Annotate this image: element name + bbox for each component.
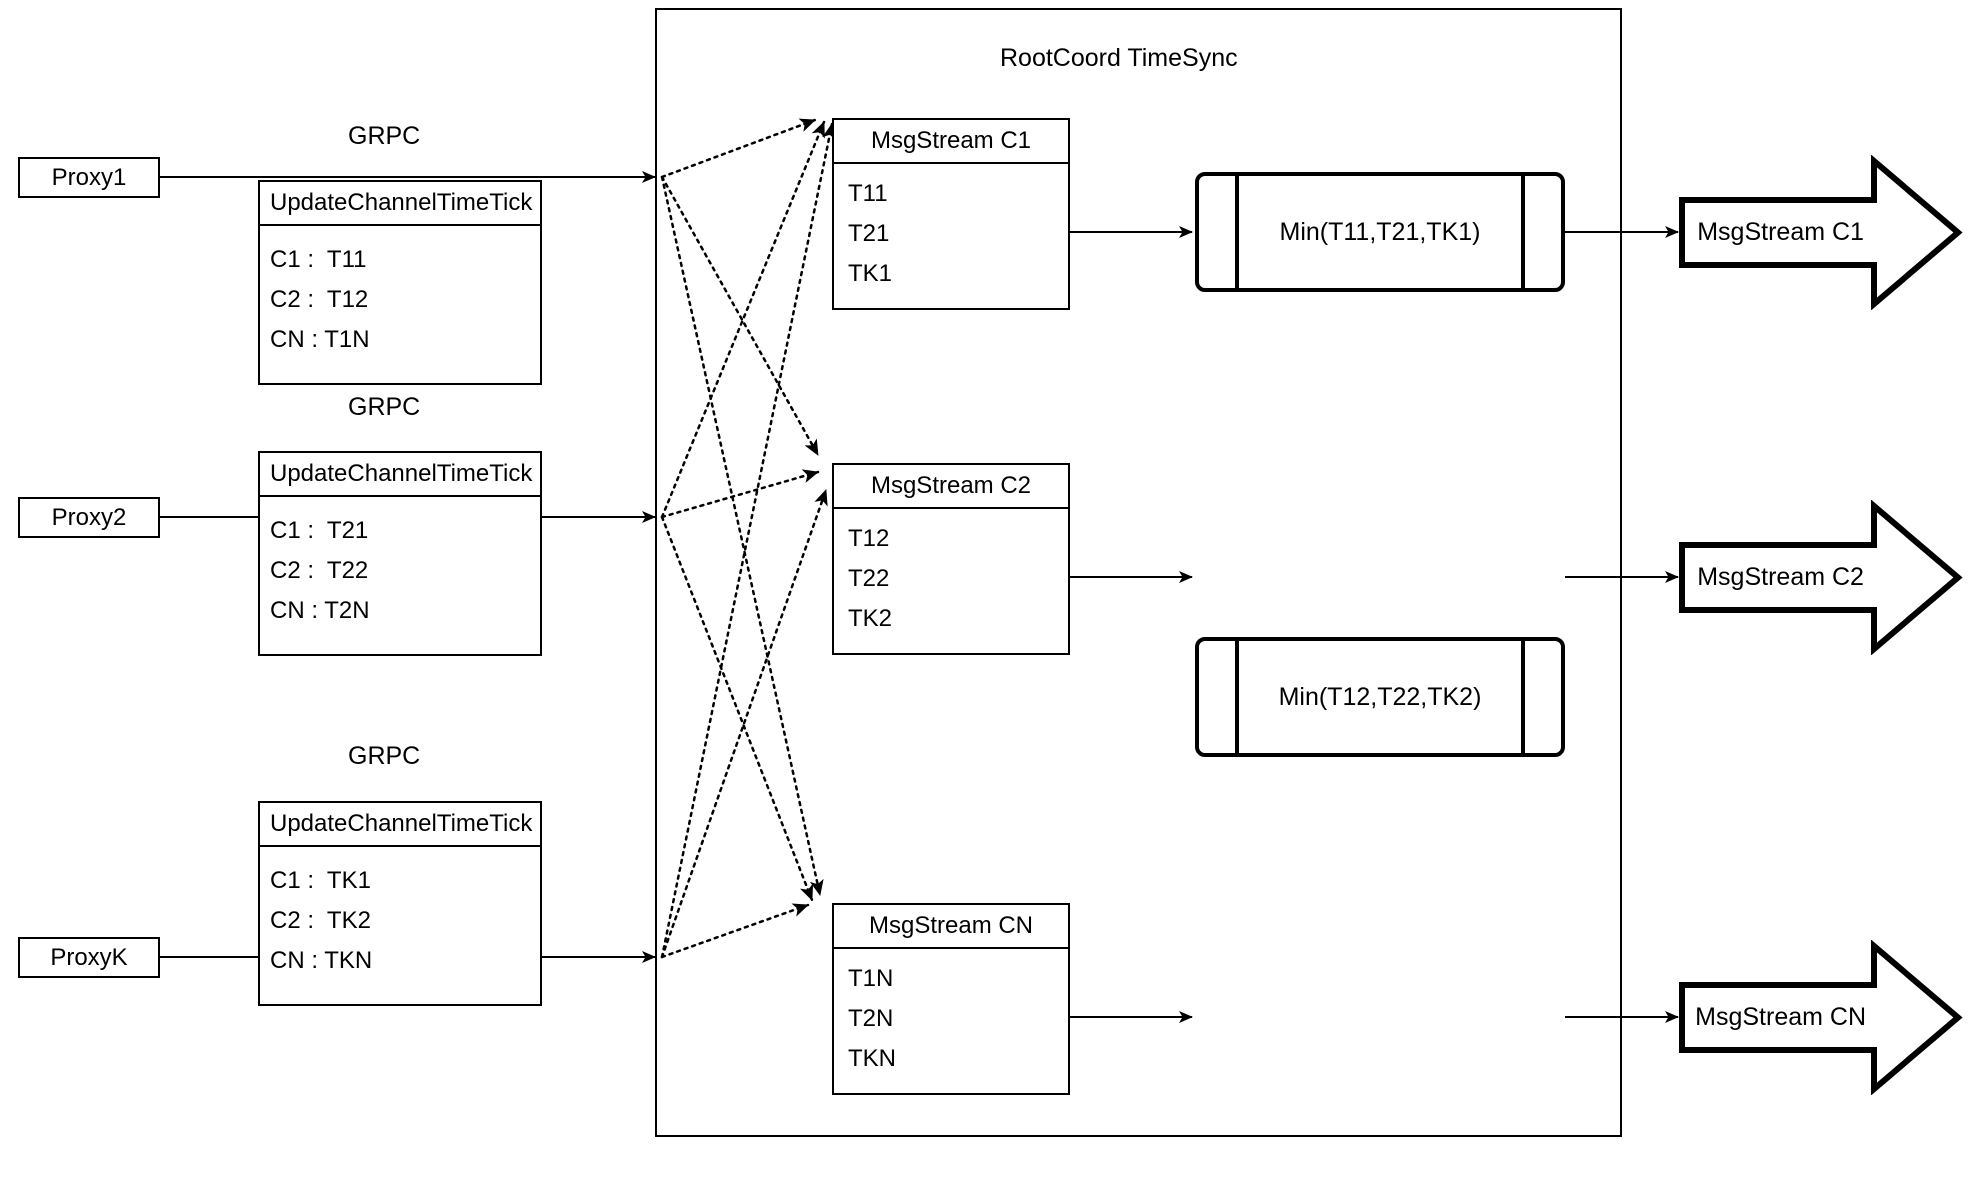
rootcoord-timesync-container xyxy=(655,8,1622,1137)
msgstream-box-1: MsgStream C1 T11 T21 TK1 xyxy=(832,118,1070,310)
proxy-box-3[interactable]: ProxyK xyxy=(18,937,160,978)
update-channel-timetick-title-3: UpdateChannelTimeTick xyxy=(260,803,540,847)
output-block-arrow-2: MsgStream C2 xyxy=(1678,500,1963,655)
grpc-label-2: GRPC xyxy=(348,393,421,421)
msgstream-box-3: MsgStream CN T1N T2N TKN xyxy=(832,903,1070,1095)
output-block-arrow-1: MsgStream C1 xyxy=(1678,155,1963,310)
msgstream-items-3: T1N T2N TKN xyxy=(834,949,1068,1079)
timetick-entry: C2 : TK2 xyxy=(270,907,371,934)
msgstream-item: T2N xyxy=(848,1005,894,1032)
timetick-entry: C1 : T11 xyxy=(270,246,367,273)
update-channel-timetick-box-1: UpdateChannelTimeTick C1 : T11 C2 : T12 … xyxy=(258,180,542,385)
msgstream-items-2: T12 T22 TK2 xyxy=(834,509,1068,639)
update-channel-timetick-box-3: UpdateChannelTimeTick C1 : TK1 C2 : TK2 … xyxy=(258,801,542,1006)
timetick-entry: C1 : T21 xyxy=(270,517,369,544)
update-channel-timetick-box-2: UpdateChannelTimeTick C1 : T21 C2 : T22 … xyxy=(258,451,542,656)
msgstream-item: T22 xyxy=(848,565,890,592)
update-channel-timetick-entries-1: C1 : T11 C2 : T12 CN : T1N xyxy=(260,226,540,360)
proxy-label-1: Proxy1 xyxy=(51,163,127,191)
msgstream-title-2: MsgStream C2 xyxy=(834,465,1068,509)
update-channel-timetick-title-2: UpdateChannelTimeTick xyxy=(260,453,540,497)
timetick-entry: CN : T2N xyxy=(270,597,370,624)
msgstream-item: T11 xyxy=(848,180,888,207)
msgstream-box-2: MsgStream C2 T12 T22 TK2 xyxy=(832,463,1070,655)
proxy-box-1[interactable]: Proxy1 xyxy=(18,157,160,198)
min-label-2: Min(T12,T22,TK2) xyxy=(1278,682,1482,711)
update-channel-timetick-entries-3: C1 : TK1 C2 : TK2 CN : TKN xyxy=(260,847,540,981)
min-label-1: Min(T11,T21,TK1) xyxy=(1279,217,1481,246)
timetick-entry: C1 : TK1 xyxy=(270,867,371,894)
update-channel-timetick-title-1: UpdateChannelTimeTick xyxy=(260,182,540,226)
msgstream-item: T1N xyxy=(848,965,894,992)
proxy-label-3: ProxyK xyxy=(50,943,128,971)
min-process-2: Min(T12,T22,TK2) xyxy=(1195,637,1565,757)
min-process-1: Min(T11,T21,TK1) xyxy=(1195,172,1565,292)
timetick-entry: C2 : T12 xyxy=(270,286,369,313)
msgstream-title-1: MsgStream C1 xyxy=(834,120,1068,164)
timetick-entry: CN : T1N xyxy=(270,326,370,353)
msgstream-item: TKN xyxy=(848,1045,896,1072)
output-block-arrow-3: MsgStream CN xyxy=(1678,940,1963,1095)
msgstream-items-1: T11 T21 TK1 xyxy=(834,164,1068,294)
grpc-label-3: GRPC xyxy=(348,742,421,770)
proxy-label-2: Proxy2 xyxy=(51,503,127,531)
timetick-entry: C2 : T22 xyxy=(270,557,369,584)
update-channel-timetick-entries-2: C1 : T21 C2 : T22 CN : T2N xyxy=(260,497,540,631)
grpc-label-1: GRPC xyxy=(348,122,421,150)
rootcoord-timesync-title: RootCoord TimeSync xyxy=(1000,44,1238,72)
msgstream-item: TK1 xyxy=(848,260,893,287)
proxy-box-2[interactable]: Proxy2 xyxy=(18,497,160,538)
msgstream-item: TK2 xyxy=(848,605,893,632)
timetick-entry: CN : TKN xyxy=(270,947,373,974)
msgstream-item: T21 xyxy=(848,220,890,247)
msgstream-item: T12 xyxy=(848,525,890,552)
msgstream-title-3: MsgStream CN xyxy=(834,905,1068,949)
